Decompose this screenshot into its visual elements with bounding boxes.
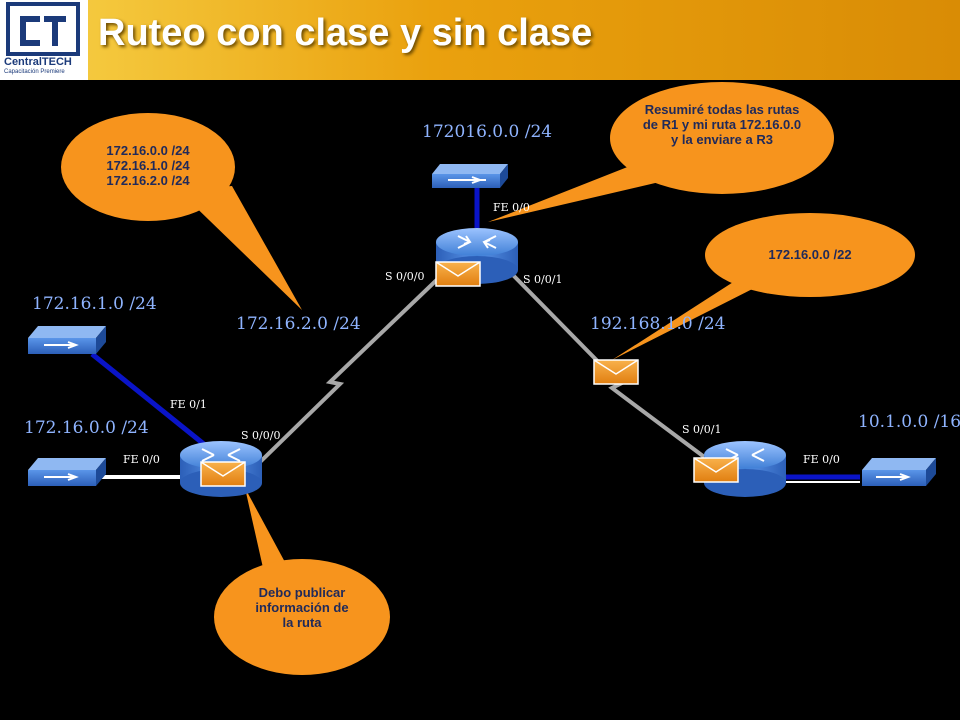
link-r3-lan <box>785 474 860 483</box>
interface-label-r2-s000: S 0/0/0 <box>385 270 425 283</box>
callout-summary-text: 172.16.0.0 /22 <box>768 247 852 262</box>
callout-publish <box>214 559 390 675</box>
callout-tail-summary <box>612 268 790 360</box>
callout-summary-route <box>705 213 915 297</box>
envelope-r1-icon <box>200 461 246 487</box>
interface-label-r1-s000: S 0/0/0 <box>241 429 281 442</box>
network-label-top: 172016.0.0 /24 <box>422 122 553 142</box>
envelope-r3-icon <box>693 457 739 483</box>
interface-label-r3-fe00: FE 0/0 <box>803 453 840 466</box>
callout-route-item: 172.16.2.0 /24 <box>106 173 190 188</box>
callout-tail-summarize <box>488 162 668 222</box>
network-label-r1-lan0: 172.16.0.0 /24 <box>24 418 149 438</box>
interface-label-r1-fe01: FE 0/1 <box>170 398 207 411</box>
header-bar: CentralTECH Capacitación Premiere Ruteo … <box>0 0 960 80</box>
callout-tail-routes <box>178 186 302 310</box>
envelope-link-icon <box>593 359 639 385</box>
page-title: Ruteo con clase y sin clase <box>98 12 593 54</box>
switch-lan1-icon <box>28 326 106 354</box>
interface-label-r1-fe00: FE 0/0 <box>123 453 160 466</box>
link-r1-lan1 <box>90 352 207 447</box>
network-label-r1-lan1: 172.16.1.0 /24 <box>32 294 157 314</box>
logo-subtext: Capacitación Premiere <box>4 69 65 75</box>
envelope-r2-icon <box>435 261 481 287</box>
serial-link-r1-r2 <box>253 270 447 469</box>
network-label-serial-right: 192.168.1.0 /24 <box>590 314 726 334</box>
interface-label-r2-fe00: FE 0/0 <box>493 201 530 214</box>
callout-summarize <box>610 82 834 194</box>
logo-emblem-icon <box>6 2 80 56</box>
callout-route-item: 172.16.0.0 /24 <box>106 143 190 158</box>
callout-routes-text: 172.16.0.0 /24 172.16.1.0 /24 172.16.2.0… <box>78 143 218 188</box>
network-label-r3-lan: 10.1.0.0 /16 <box>858 412 960 432</box>
switch-top-icon <box>432 164 508 188</box>
interface-label-r3-s001: S 0/0/1 <box>682 423 722 436</box>
serial-link-r2-r3 <box>508 270 717 467</box>
interface-label-r2-s001: S 0/0/1 <box>523 273 563 286</box>
logo-text: CentralTECH <box>4 56 72 68</box>
callout-route-item: 172.16.1.0 /24 <box>106 158 190 173</box>
switch-lan0-icon <box>28 458 106 486</box>
switch-r3-lan-icon <box>862 458 936 486</box>
centraltech-logo: CentralTECH Capacitación Premiere <box>0 0 88 80</box>
callout-summarize-text: Resumiré todas las rutas de R1 y mi ruta… <box>642 102 802 147</box>
callout-publish-text: Debo publicar información de la ruta <box>255 585 349 630</box>
callout-routes-list <box>61 113 235 221</box>
network-label-serial-left: 172.16.2.0 /24 <box>236 314 361 334</box>
